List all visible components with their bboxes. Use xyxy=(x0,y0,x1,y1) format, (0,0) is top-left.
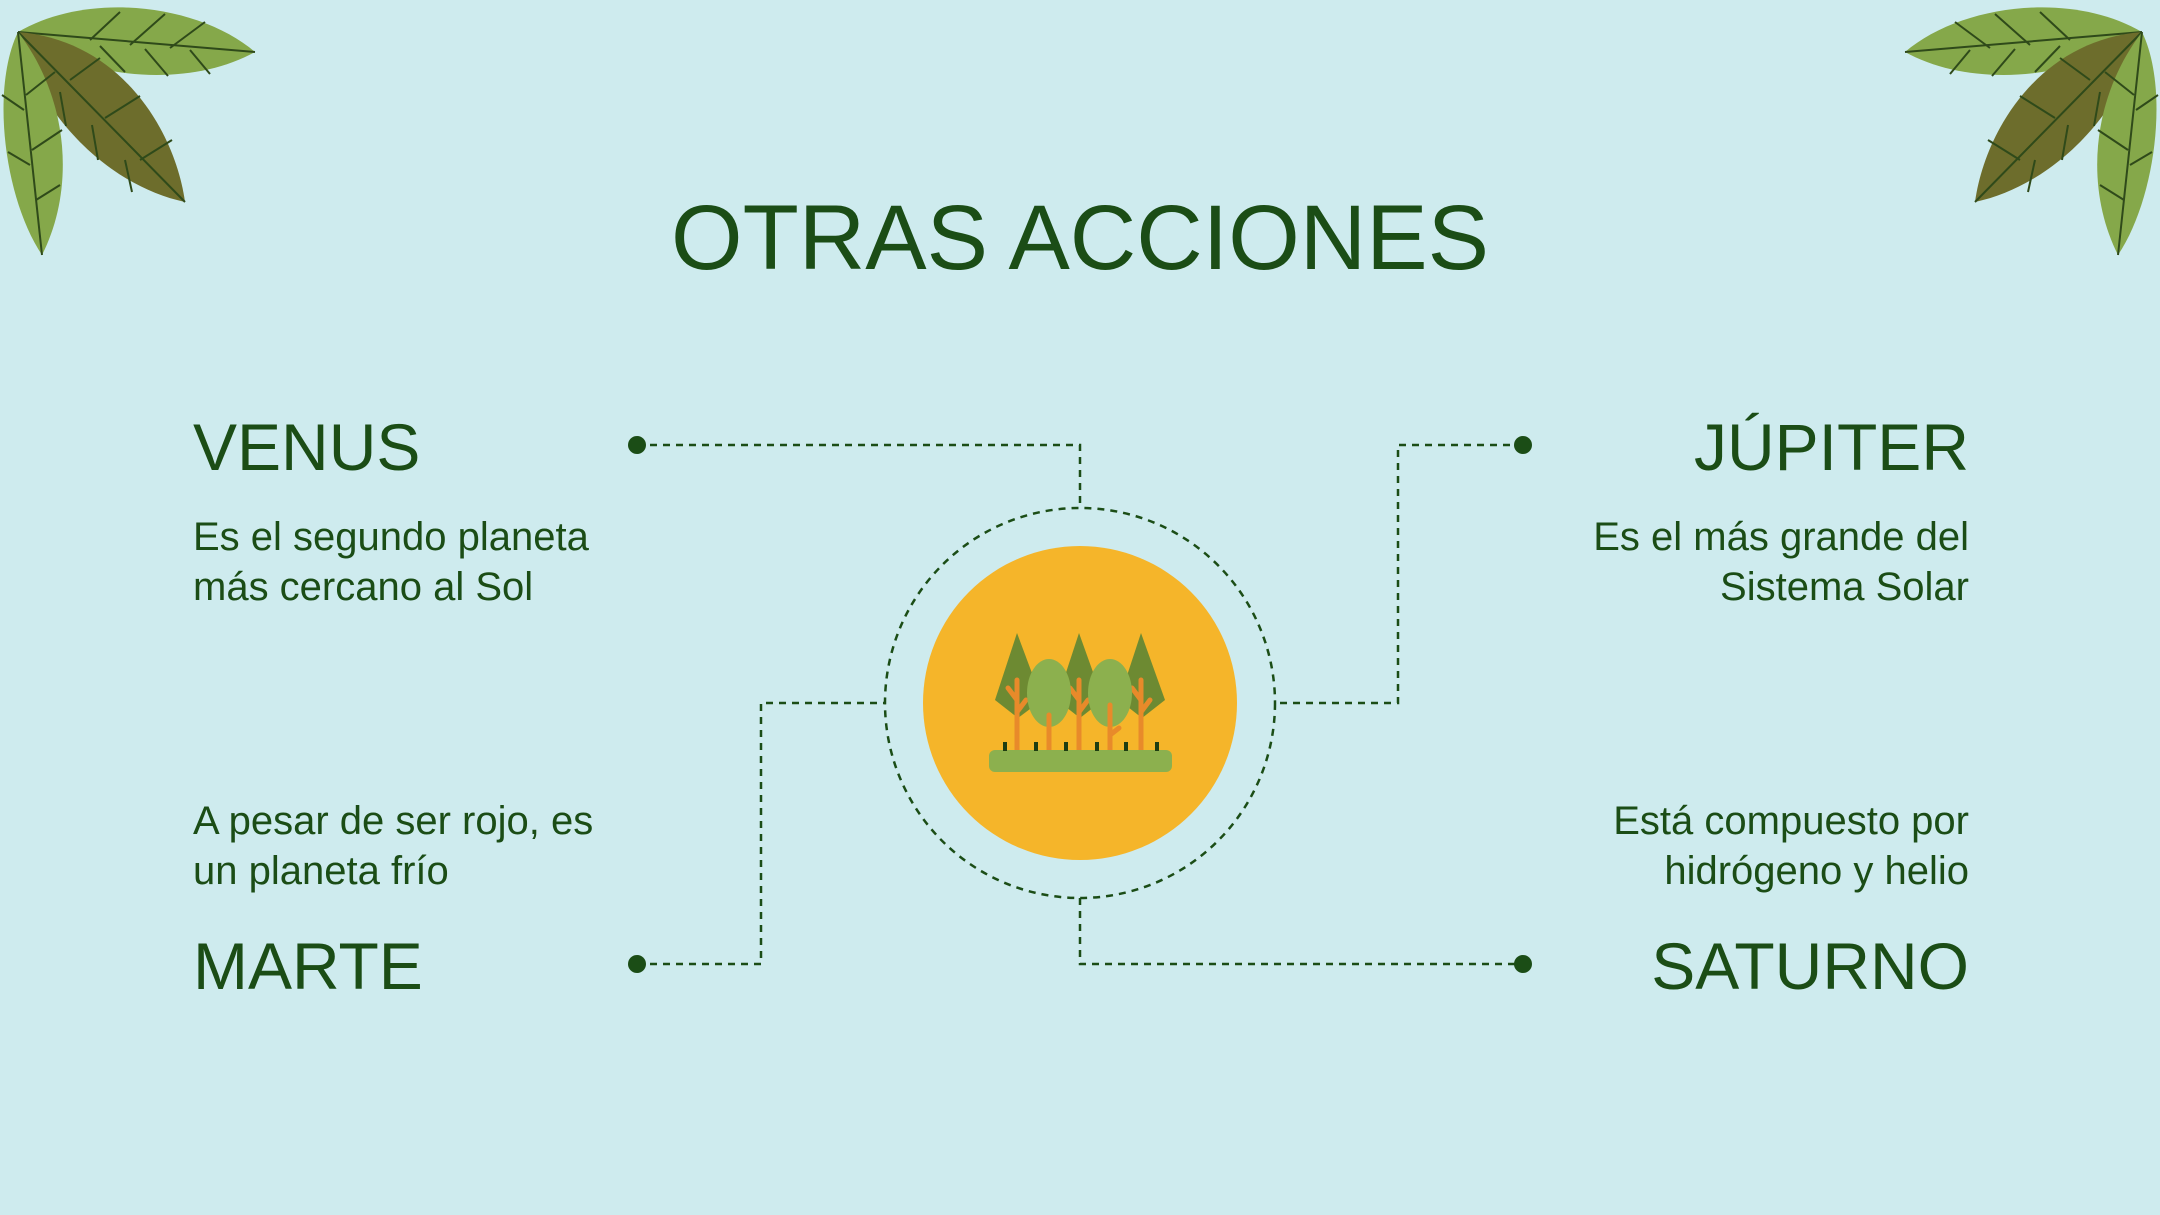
center-dashed-ring xyxy=(883,506,1277,900)
heading-marte: MARTE xyxy=(193,929,423,1003)
connector-saturno xyxy=(1078,898,1523,966)
description-saturno-line1: Está compuesto por xyxy=(1613,799,1969,843)
dot-saturno xyxy=(1514,955,1532,973)
description-saturno-line2: hidrógeno y helio xyxy=(1664,849,1969,893)
description-jupiter-line2: Sistema Solar xyxy=(1720,565,1969,609)
connector-lines xyxy=(637,443,1523,966)
forest-icon xyxy=(989,633,1172,772)
description-venus-line1: Es el segundo planeta xyxy=(193,515,589,559)
page-title: OTRAS ACCIONES xyxy=(671,187,1489,289)
connector-jupiter xyxy=(1276,443,1523,705)
description-marte-line1: A pesar de ser rojo, es xyxy=(193,799,594,843)
description-jupiter-line1: Es el más grande del xyxy=(1593,515,1969,559)
description-saturno: Está compuesto por hidrógeno y helio xyxy=(1613,796,1969,896)
description-venus-line2: más cercano al Sol xyxy=(193,565,534,609)
description-marte: A pesar de ser rojo, es un planeta frío xyxy=(193,796,593,896)
description-venus: Es el segundo planeta más cercano al Sol xyxy=(193,512,589,612)
connector-venus xyxy=(637,443,1082,508)
leaf-top-left-icon xyxy=(1,7,256,256)
description-marte-line2: un planeta frío xyxy=(193,849,449,893)
dot-venus xyxy=(628,436,646,454)
connector-marte xyxy=(637,701,886,966)
connector-dots xyxy=(628,436,1532,973)
dot-jupiter xyxy=(1514,436,1532,454)
leaf-top-right-icon xyxy=(1904,7,2159,256)
heading-venus: VENUS xyxy=(193,410,421,484)
heading-jupiter: JÚPITER xyxy=(1693,410,1969,484)
description-jupiter: Es el más grande del Sistema Solar xyxy=(1593,512,1969,612)
heading-saturno: SATURNO xyxy=(1651,929,1969,1003)
dot-marte xyxy=(628,955,646,973)
